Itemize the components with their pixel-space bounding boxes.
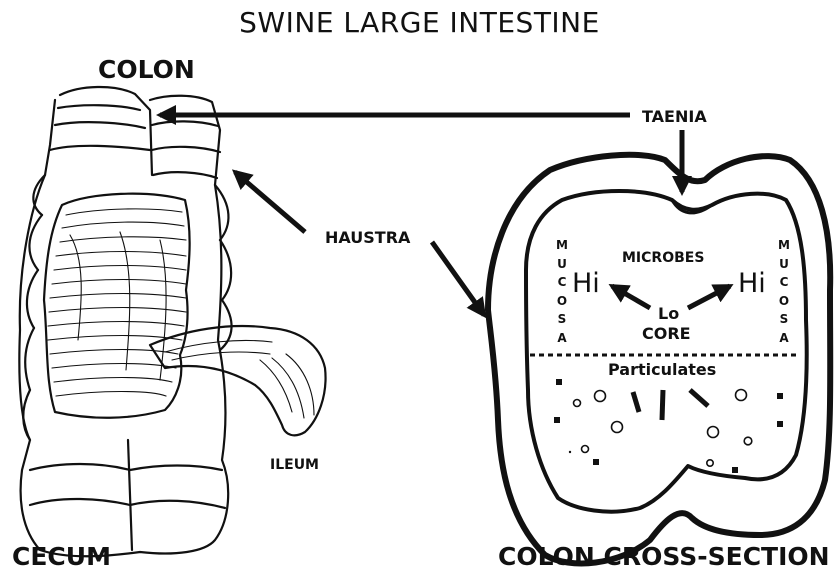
cecum-label: CECUM (12, 542, 111, 571)
particulates (554, 379, 783, 473)
diagram-title: SWINE LARGE INTESTINE (0, 6, 839, 39)
particulates-label: Particulates (608, 360, 716, 379)
mucosa-letter: M (554, 236, 570, 255)
core-label: CORE (642, 324, 691, 343)
haustral-bulges (23, 175, 231, 550)
mucosa-label-right: M U C O S A (776, 236, 792, 347)
colon-label: COLON (98, 55, 195, 84)
hi-right-label: Hi (738, 268, 766, 299)
taenia-label: TAENIA (642, 107, 707, 126)
colon-tubes (45, 87, 220, 185)
large-intestine-illustration (19, 87, 325, 556)
mucosa-letter: M (776, 236, 792, 255)
mucosa-letter: C (776, 273, 792, 292)
mucosa-letter: S (554, 310, 570, 329)
mucosa-letter: U (776, 255, 792, 274)
mucosa-letter: O (554, 292, 570, 311)
lo-label: Lo (658, 304, 679, 323)
haustra-label: HAUSTRA (325, 228, 410, 247)
arrow-lo-to-hi-left (612, 286, 650, 308)
microbes-label: MICROBES (622, 250, 704, 266)
mucosa-letter: O (776, 292, 792, 311)
mucosa-letter: A (776, 329, 792, 348)
ileum (150, 326, 326, 435)
mucosa-letter: U (554, 255, 570, 274)
pointer-arrows (160, 115, 682, 315)
mucosa-letter: S (776, 310, 792, 329)
mucosa-letter: A (554, 329, 570, 348)
cross-section-label: COLON CROSS-SECTION (498, 542, 830, 571)
haustra-arrow-to-cross-section (432, 242, 484, 315)
arrow-lo-to-hi-right (688, 286, 730, 308)
mucosa-letter: C (554, 273, 570, 292)
haustra-arrow-to-colon (235, 172, 305, 232)
mucosa-label-left: M U C O S A (554, 236, 570, 347)
ileum-label: ILEUM (270, 457, 319, 473)
hi-left-label: Hi (572, 268, 600, 299)
